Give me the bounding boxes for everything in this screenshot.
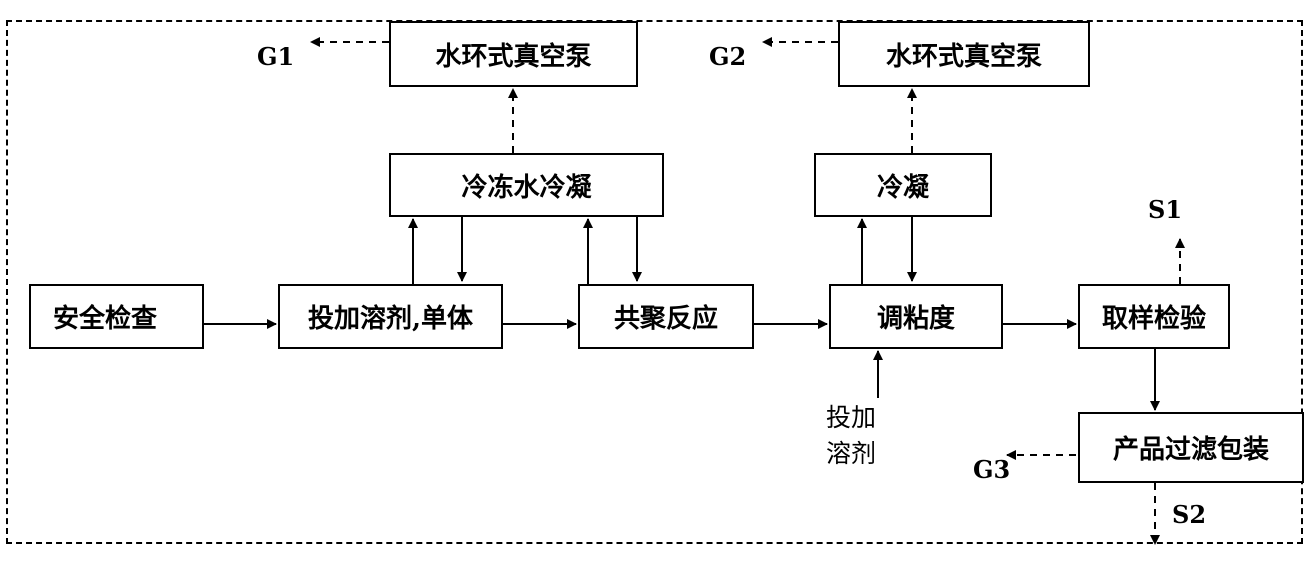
condense-box: 冷凝 [814, 153, 992, 217]
add-solvent-line-1: 投加 [826, 403, 877, 432]
label-s1: S1 [1148, 195, 1183, 224]
vacuum-pump-1-box: 水环式真空泵 [389, 21, 638, 87]
add-solvent-input-label: 投加 溶剂 [826, 400, 876, 472]
label-g2: G2 [709, 42, 747, 71]
sampling-inspection-box: 取样检验 [1078, 284, 1230, 349]
add-solvent-line-2: 溶剂 [826, 439, 877, 468]
chilled-water-condense-box: 冷冻水冷凝 [389, 153, 664, 217]
filter-packaging-box: 产品过滤包装 [1078, 412, 1304, 483]
label-g3: G3 [973, 455, 1011, 484]
label-s2: S2 [1172, 500, 1207, 529]
label-g1: G1 [257, 42, 295, 71]
copolymerization-box: 共聚反应 [578, 284, 754, 349]
process-boundary [6, 20, 1303, 544]
adjust-viscosity-box: 调粘度 [829, 284, 1003, 349]
add-solvent-monomer-box: 投加溶剂,单体 [278, 284, 503, 349]
safety-check-box: 安全检查 [29, 284, 204, 349]
vacuum-pump-2-box: 水环式真空泵 [838, 21, 1090, 87]
